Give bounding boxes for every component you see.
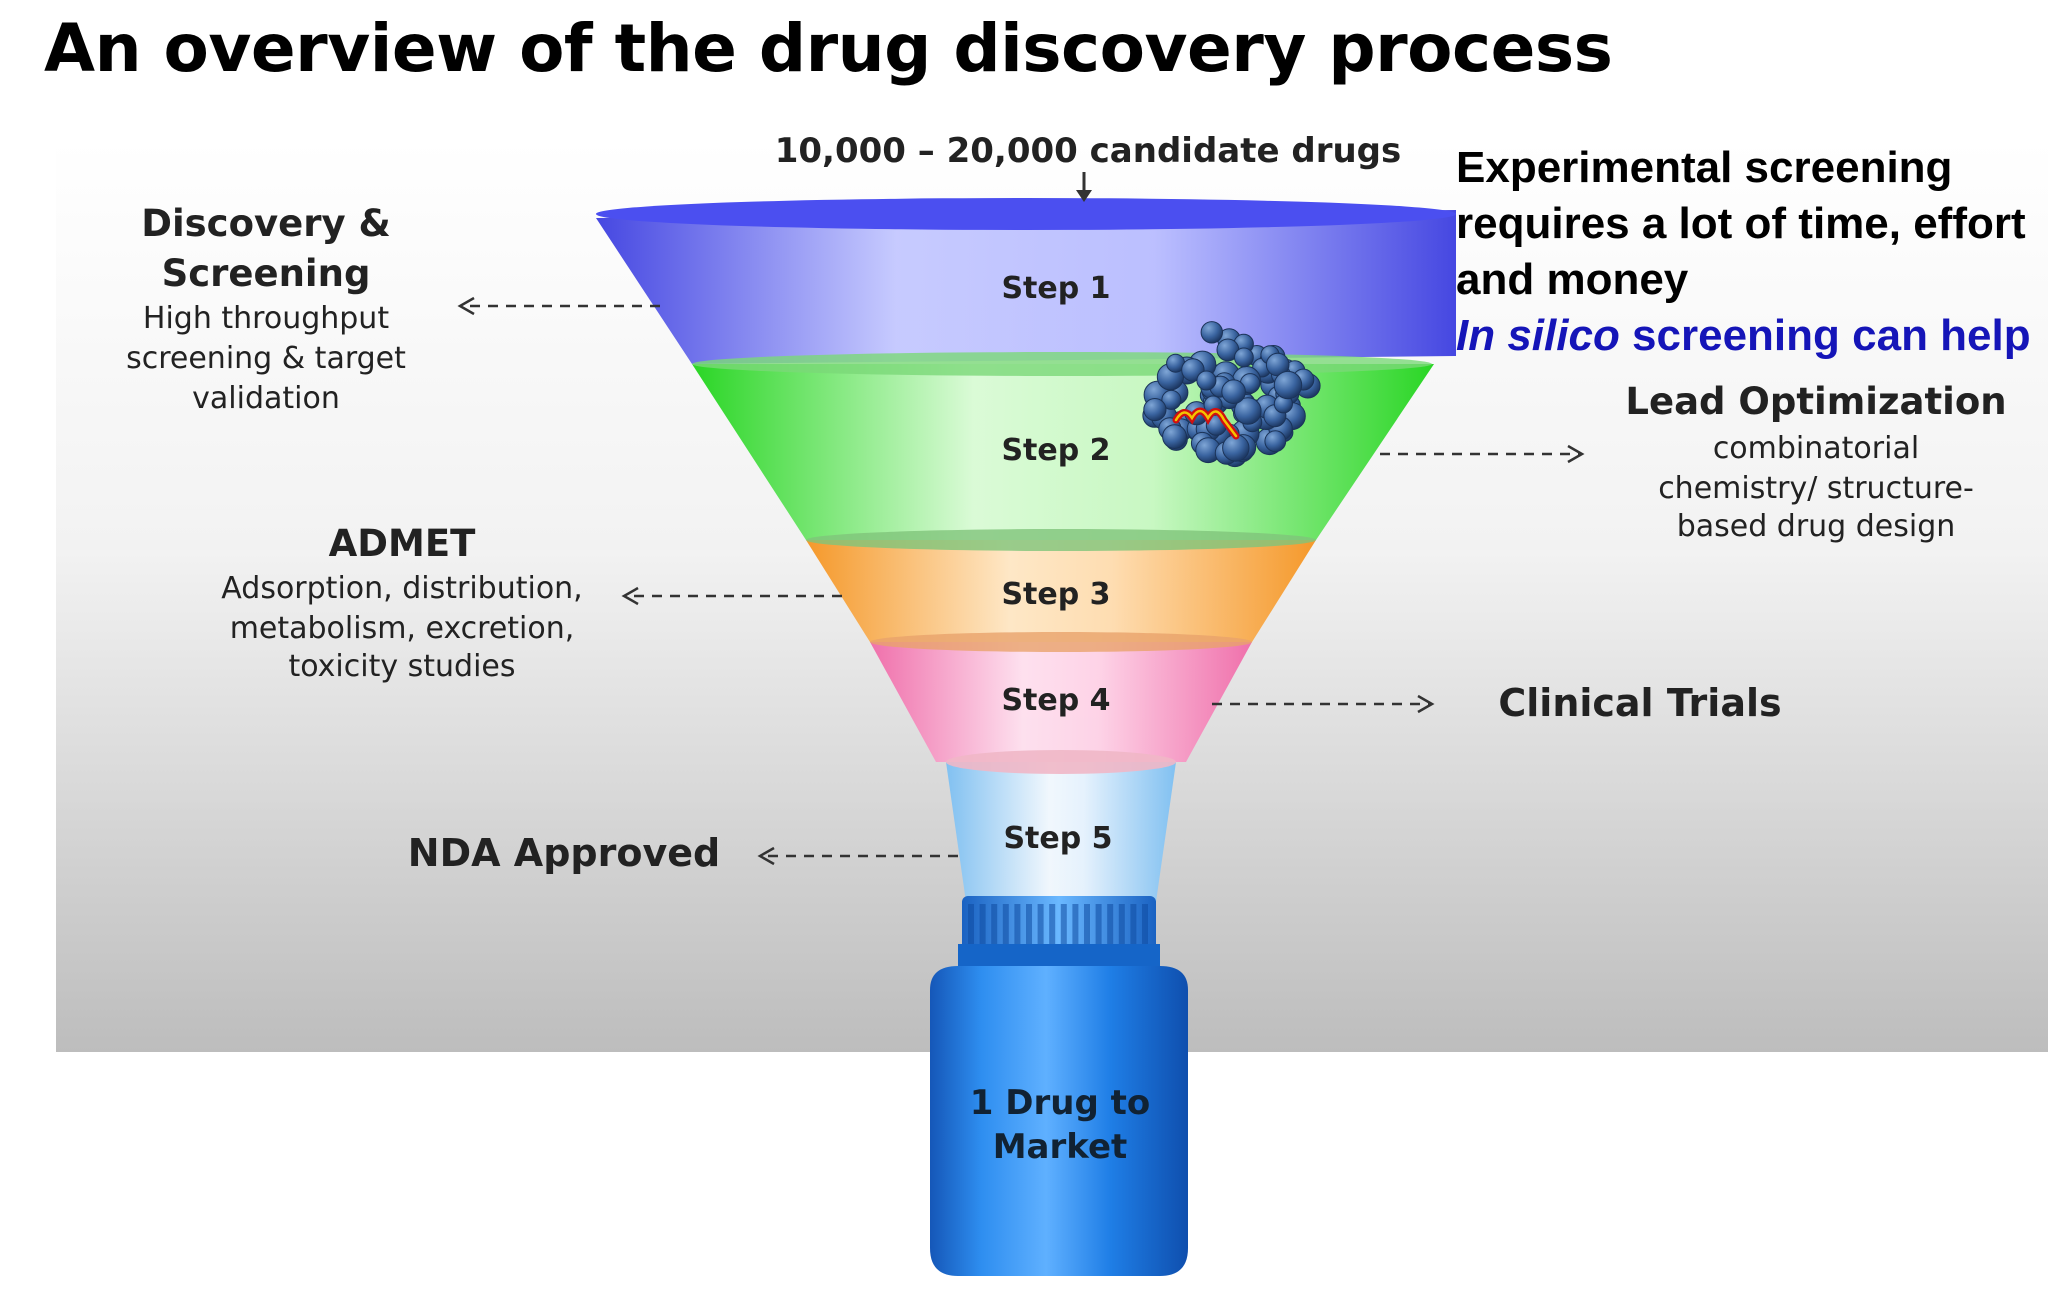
cap-ridge (1026, 904, 1032, 944)
funnel-step-5-band (946, 762, 1176, 902)
discovery-title-line2: Screening (162, 252, 371, 295)
cap-ridge (1107, 904, 1114, 944)
bottle-cap-ridges (968, 904, 1148, 944)
callout-line-1: Experimental screening (1456, 143, 1953, 192)
bottle-body (930, 966, 1188, 1276)
bottle-neck (958, 944, 1160, 966)
cap-ridge (1037, 904, 1044, 944)
cap-ridge (968, 904, 974, 944)
discovery-desc-line1: High throughput (143, 301, 389, 336)
page-title: An overview of the drug discovery proces… (44, 10, 1613, 87)
clinical-trials-title: Clinical Trials (1498, 681, 1781, 725)
bottle-cap (962, 896, 1156, 950)
callout-line-2: requires a lot of time, effort (1456, 199, 2026, 248)
cap-ridge (991, 904, 998, 944)
screening-callout: Experimental screening requires a lot of… (1456, 140, 2048, 364)
funnel-top-rim (596, 198, 1456, 230)
admet-desc-line2: metabolism, excretion, (230, 611, 575, 646)
ligand-highlight (1174, 409, 1238, 438)
molecule-atom (1234, 397, 1262, 425)
discovery-desc-line2: screening & target (126, 341, 406, 376)
bottle-label-line1: 1 Drug to (970, 1083, 1150, 1123)
cap-ridge (1084, 904, 1090, 944)
cap-ridge (1049, 904, 1056, 944)
step-1-label: Step 1 (1001, 271, 1110, 306)
protein-molecule-icon (1142, 321, 1321, 468)
molecule-atom (1196, 370, 1217, 391)
funnel-step-3-rim (806, 529, 1316, 551)
top-input-arrowhead (1076, 190, 1092, 202)
molecule-atom (1234, 347, 1254, 368)
cap-ridge (1118, 904, 1125, 944)
admet-title: ADMET (329, 522, 476, 565)
bottle-label-line2: Market (993, 1127, 1128, 1167)
arrow-clinical-head (1417, 694, 1435, 714)
funnel-step-4-band (870, 642, 1252, 762)
molecule-atom (1162, 424, 1187, 450)
callout-line-3: and money (1456, 255, 1689, 304)
candidate-count-label: 10,000 – 20,000 candidate drugs (775, 131, 1402, 171)
cap-ridge (1130, 904, 1137, 944)
funnel-step-2-rim (692, 352, 1432, 376)
admet-desc-line3: toxicity studies (288, 649, 515, 684)
in-silico-text: In silico (1456, 311, 1620, 360)
arrow-admet-head (621, 586, 639, 606)
step-2-label: Step 2 (1001, 433, 1110, 468)
discovery-desc-line3: validation (192, 381, 340, 416)
molecule-atom (1161, 389, 1182, 410)
lead-desc-line2: chemistry/ structure- (1658, 471, 1974, 506)
lead-desc-line1: combinatorial (1713, 431, 1919, 466)
arrow-lead-head (1567, 444, 1585, 464)
cap-ridge (1142, 904, 1148, 944)
arrow-nda-head (757, 846, 775, 866)
funnel-step-3-band (806, 540, 1316, 642)
callout-line-4: In silico screening can help (1456, 308, 2048, 364)
arrow-discovery-head (457, 296, 475, 316)
cap-ridge (1072, 904, 1079, 944)
discovery-title-line1: Discovery & (141, 202, 391, 245)
step-3-label: Step 3 (1001, 577, 1110, 612)
dashed-arrows (457, 296, 1585, 866)
nda-approved-title: NDA Approved (408, 831, 720, 875)
molecule-atom (1264, 430, 1287, 453)
molecule-atom (1273, 370, 1303, 400)
callout-line-4-rest: screening can help (1619, 311, 2031, 360)
cap-ridge (979, 904, 986, 944)
step-5-label: Step 5 (1003, 821, 1112, 856)
cap-ridge (1095, 904, 1102, 944)
cap-ridge (1002, 904, 1009, 944)
step-4-label: Step 4 (1001, 683, 1110, 718)
lead-desc-line3: based drug design (1677, 509, 1956, 544)
funnel-step-4-rim (870, 632, 1252, 652)
funnel-step-1-band (596, 210, 1456, 364)
molecule-atom (1200, 321, 1224, 344)
cap-ridge (1060, 904, 1067, 944)
admet-desc-line1: Adsorption, distribution, (221, 571, 582, 606)
lead-title: Lead Optimization (1625, 380, 2006, 423)
funnel-step-5-rim (946, 750, 1176, 774)
cap-ridge (1014, 904, 1021, 944)
molecule-atom (1143, 398, 1167, 422)
molecule-atom (1221, 379, 1246, 405)
